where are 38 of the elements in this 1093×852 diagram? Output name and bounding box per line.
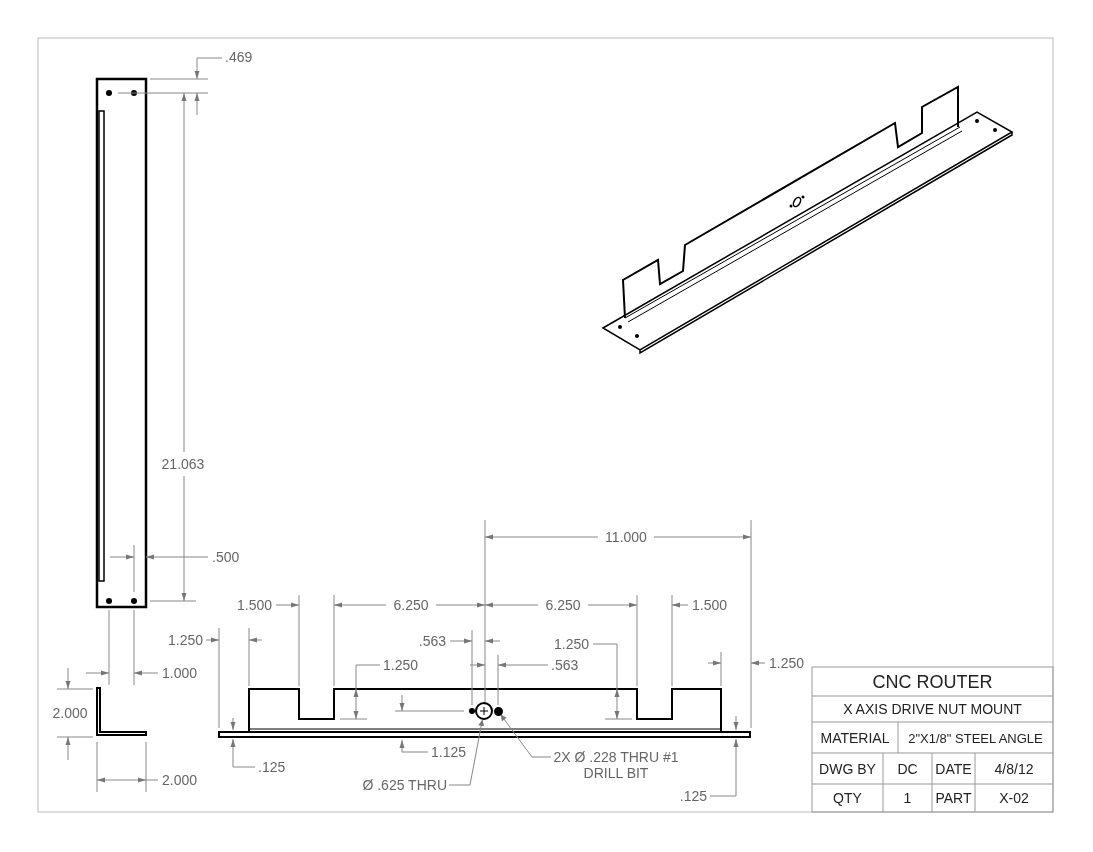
dimension-value: 1.250 — [769, 656, 805, 670]
part-name: X AXIS DRIVE NUT MOUNT — [843, 702, 1022, 716]
dimension-value: 1.500 — [236, 598, 272, 612]
dimension-value: 6.250 — [393, 598, 429, 612]
dimension-value: .500 — [212, 550, 240, 564]
field-label: DWG BY — [819, 761, 876, 776]
field-label: QTY — [833, 791, 862, 805]
callout-note: 2X Ø .228 THRU #1 DRILL BIT — [553, 749, 679, 781]
dimension-value: .469 — [225, 50, 253, 64]
drilled-hole — [493, 706, 503, 716]
leader-line — [500, 714, 552, 758]
callout-note: Ø .625 THRU — [362, 777, 447, 793]
leader-line — [448, 719, 485, 786]
dimension-value: 11.000 — [605, 530, 647, 544]
dimension-value: .125 — [679, 789, 707, 803]
dimension-value: 1.500 — [692, 598, 728, 612]
dimension-value: .563 — [551, 658, 579, 672]
field-value: 4/8/12 — [994, 761, 1034, 776]
dimension-value: 1.250 — [553, 637, 589, 651]
dimension-value: 1.250 — [167, 633, 203, 647]
field-value: DC — [897, 761, 918, 776]
dimension-value: 6.250 — [545, 598, 581, 612]
drawing-title: CNC ROUTER — [872, 672, 993, 691]
dimension-value: .563 — [418, 634, 446, 648]
field-label: DATE — [935, 761, 972, 776]
drilled-hole — [475, 702, 493, 720]
dimension-value: 2.000 — [52, 706, 88, 720]
field-value: 2"X1/8" STEEL ANGLE — [908, 731, 1043, 744]
dimension-value: 1.250 — [383, 658, 419, 672]
dimension-value: .125 — [258, 760, 286, 774]
dimension-value: 1.125 — [431, 745, 467, 759]
dimension-value: 21.063 — [161, 457, 205, 471]
field-value: X-02 — [999, 791, 1029, 805]
dimension-value: 2.000 — [162, 773, 198, 787]
field-value: 1 — [903, 791, 912, 805]
dimension-value: 1.000 — [162, 666, 198, 680]
field-label: MATERIAL — [820, 730, 890, 745]
field-label: PART — [935, 791, 972, 805]
